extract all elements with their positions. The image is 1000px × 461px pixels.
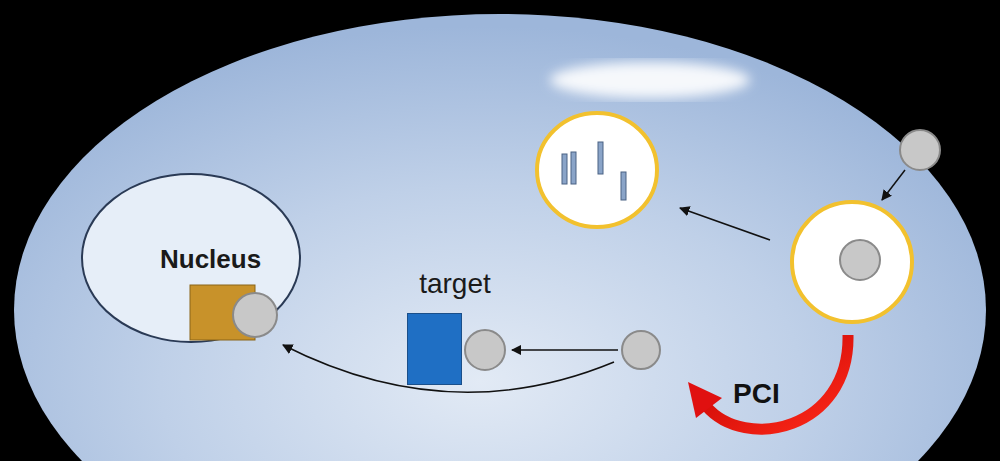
- bound-drug: [460, 325, 510, 375]
- drug-particle: [840, 240, 880, 280]
- node-label: Nucleus: [160, 244, 261, 275]
- process-label: PCI: [733, 378, 780, 410]
- target-node: target: [395, 262, 515, 387]
- node-label: target: [395, 268, 515, 300]
- degradation-arrow: [680, 208, 770, 240]
- drug-particle: [465, 330, 505, 370]
- pci-arrowhead: [688, 382, 722, 418]
- drug-particle: [233, 293, 277, 337]
- drug-particle: [622, 331, 660, 369]
- blur-patch: [550, 62, 750, 98]
- lysosome: [537, 113, 657, 227]
- pci-arrow: [706, 335, 848, 429]
- drug-particle: [900, 130, 940, 170]
- target-protein: [407, 313, 462, 385]
- endosome: [792, 202, 912, 322]
- nucleus-membrane: [82, 174, 300, 342]
- cell: [14, 14, 986, 461]
- uptake-arrow: [882, 170, 905, 200]
- degraded-fragments: [562, 142, 626, 200]
- binding-arrow: [512, 349, 618, 351]
- nucleus: Nucleus: [80, 172, 302, 344]
